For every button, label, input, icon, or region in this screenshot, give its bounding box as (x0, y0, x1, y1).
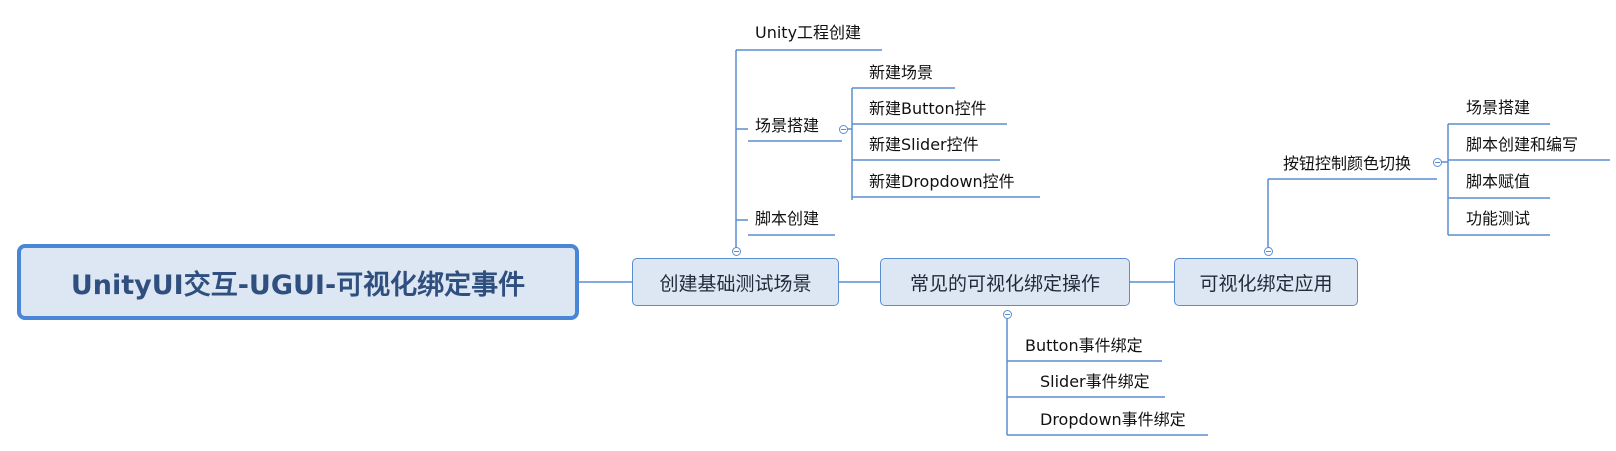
subtopic-new-button[interactable]: 新建Button控件 (869, 99, 987, 118)
topic-slider-binding[interactable]: Slider事件绑定 (1040, 372, 1150, 391)
subtopic-function-test[interactable]: 功能测试 (1466, 209, 1531, 228)
topic-color-switch[interactable]: 按钮控制颜色切换 (1283, 154, 1412, 173)
main-node-label: 创建基础测试场景 (659, 272, 812, 295)
main-node-create-test-scene[interactable]: 创建基础测试场景 (632, 258, 839, 306)
collapse-icon[interactable] (1264, 247, 1273, 256)
main-node-binding-application[interactable]: 可视化绑定应用 (1174, 258, 1358, 306)
main-node-common-binding[interactable]: 常见的可视化绑定操作 (880, 258, 1130, 306)
subtopic-script-assign[interactable]: 脚本赋值 (1466, 172, 1531, 191)
topic-button-binding[interactable]: Button事件绑定 (1025, 336, 1143, 355)
topic-script-create[interactable]: 脚本创建 (755, 209, 820, 228)
subtopic-new-slider[interactable]: 新建Slider控件 (869, 135, 979, 154)
main-node-label: 可视化绑定应用 (1199, 272, 1333, 295)
collapse-icon[interactable] (839, 125, 848, 134)
collapse-icon[interactable] (1433, 158, 1442, 167)
topic-unity-project[interactable]: Unity工程创建 (755, 23, 862, 42)
topic-dropdown-binding[interactable]: Dropdown事件绑定 (1040, 410, 1186, 429)
subtopic-scene-build[interactable]: 场景搭建 (1466, 98, 1531, 117)
main-node-label: 常见的可视化绑定操作 (909, 272, 1100, 295)
collapse-icon[interactable] (732, 247, 741, 256)
root-node-label: UnityUI交互-UGUI-可视化绑定事件 (70, 269, 526, 301)
subtopic-script-write[interactable]: 脚本创建和编写 (1466, 135, 1579, 154)
topic-scene-build[interactable]: 场景搭建 (755, 116, 820, 135)
subtopic-new-dropdown[interactable]: 新建Dropdown控件 (869, 172, 1015, 191)
subtopic-new-scene[interactable]: 新建场景 (869, 63, 934, 82)
collapse-icon[interactable] (1003, 310, 1012, 319)
root-node[interactable]: UnityUI交互-UGUI-可视化绑定事件 (17, 244, 579, 320)
